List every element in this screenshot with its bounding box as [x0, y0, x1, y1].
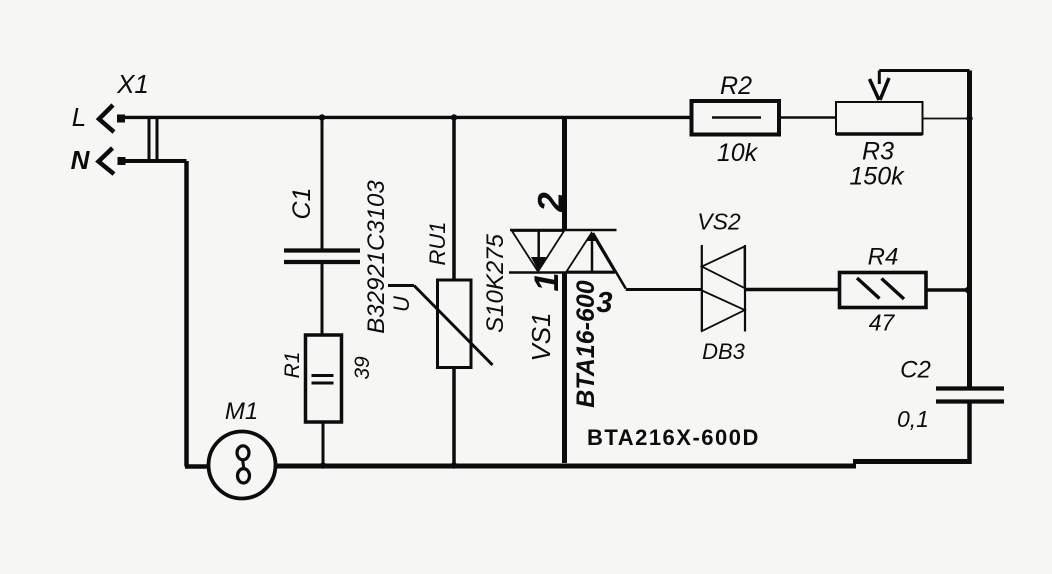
svg-text:R1: R1 — [281, 352, 304, 379]
svg-text:VS2: VS2 — [697, 209, 741, 235]
svg-text:M1: M1 — [225, 398, 258, 425]
svg-text:B32921C3103: B32921C3103 — [363, 180, 390, 334]
svg-text:47: 47 — [869, 310, 896, 336]
svg-text:1: 1 — [528, 273, 566, 292]
svg-text:C1: C1 — [288, 188, 316, 220]
svg-text:R2: R2 — [720, 72, 752, 100]
svg-text:150k: 150k — [849, 163, 905, 191]
svg-text:BTA216X-600D: BTA216X-600D — [587, 425, 760, 450]
svg-text:S10K275: S10K275 — [482, 233, 509, 332]
svg-text:3: 3 — [596, 287, 612, 319]
svg-text:RU1: RU1 — [425, 221, 450, 265]
svg-text:R3: R3 — [862, 138, 894, 166]
svg-text:C2: C2 — [900, 357, 931, 384]
svg-text:39: 39 — [351, 356, 374, 380]
svg-text:R4: R4 — [868, 244, 899, 271]
svg-text:N: N — [71, 145, 91, 175]
svg-text:L: L — [72, 102, 86, 132]
svg-text:X1: X1 — [116, 69, 149, 99]
svg-text:U: U — [389, 296, 414, 312]
svg-text:VS1: VS1 — [526, 312, 556, 361]
svg-text:BTA16-600: BTA16-600 — [572, 280, 600, 407]
svg-text:DB3: DB3 — [702, 339, 746, 364]
svg-text:2: 2 — [532, 192, 571, 213]
svg-text:0,1: 0,1 — [897, 406, 929, 432]
svg-text:10k: 10k — [717, 139, 759, 167]
